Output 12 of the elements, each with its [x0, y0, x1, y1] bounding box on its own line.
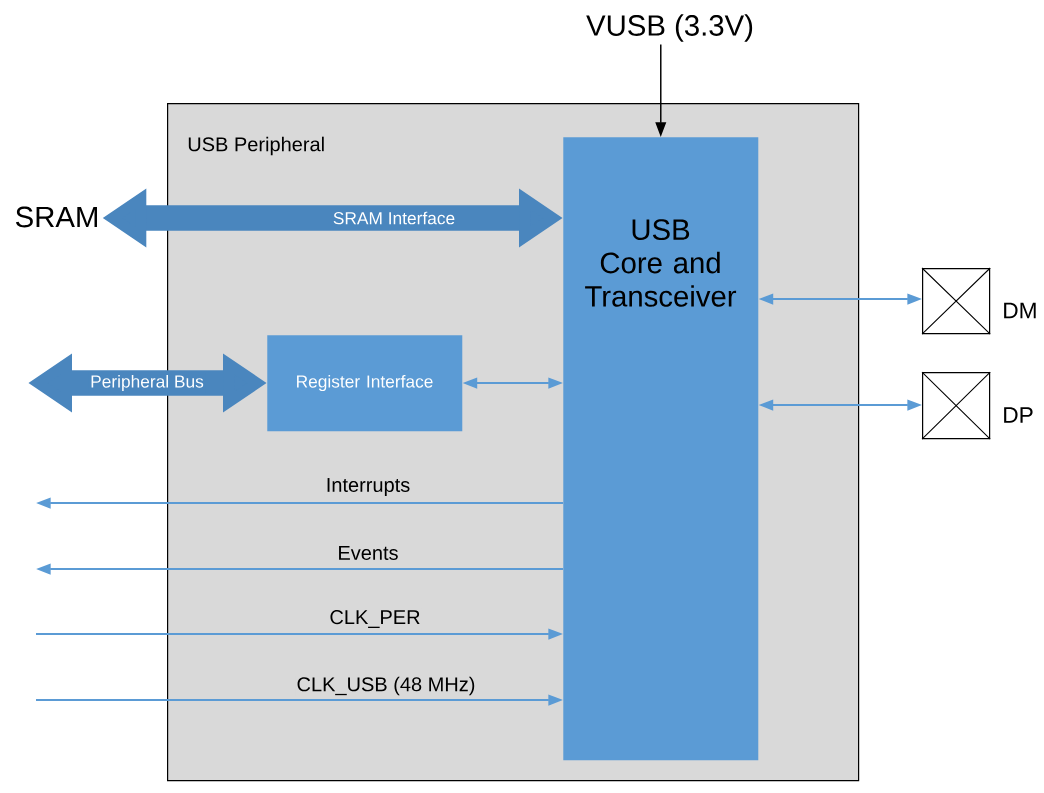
- edge-label: CLK_PER: [328, 608, 422, 630]
- pin-label: DM: [1004, 302, 1036, 319]
- edge-label: Interrupts: [324, 476, 412, 498]
- interface-box: Register Interface: [267, 335, 463, 432]
- pin-box: [921, 371, 991, 440]
- signal-label: VUSB (3.3V): [586, 14, 753, 42]
- pin-label: DP: [1004, 407, 1033, 423]
- edge-label: CLK_USB (48 MHz): [295, 675, 477, 697]
- edge-label: SRAM Interface: [331, 210, 457, 226]
- signal-label: SRAM: [15, 206, 97, 228]
- pin-box: [921, 267, 991, 335]
- core-block: USB Core and Transceiver: [563, 137, 759, 761]
